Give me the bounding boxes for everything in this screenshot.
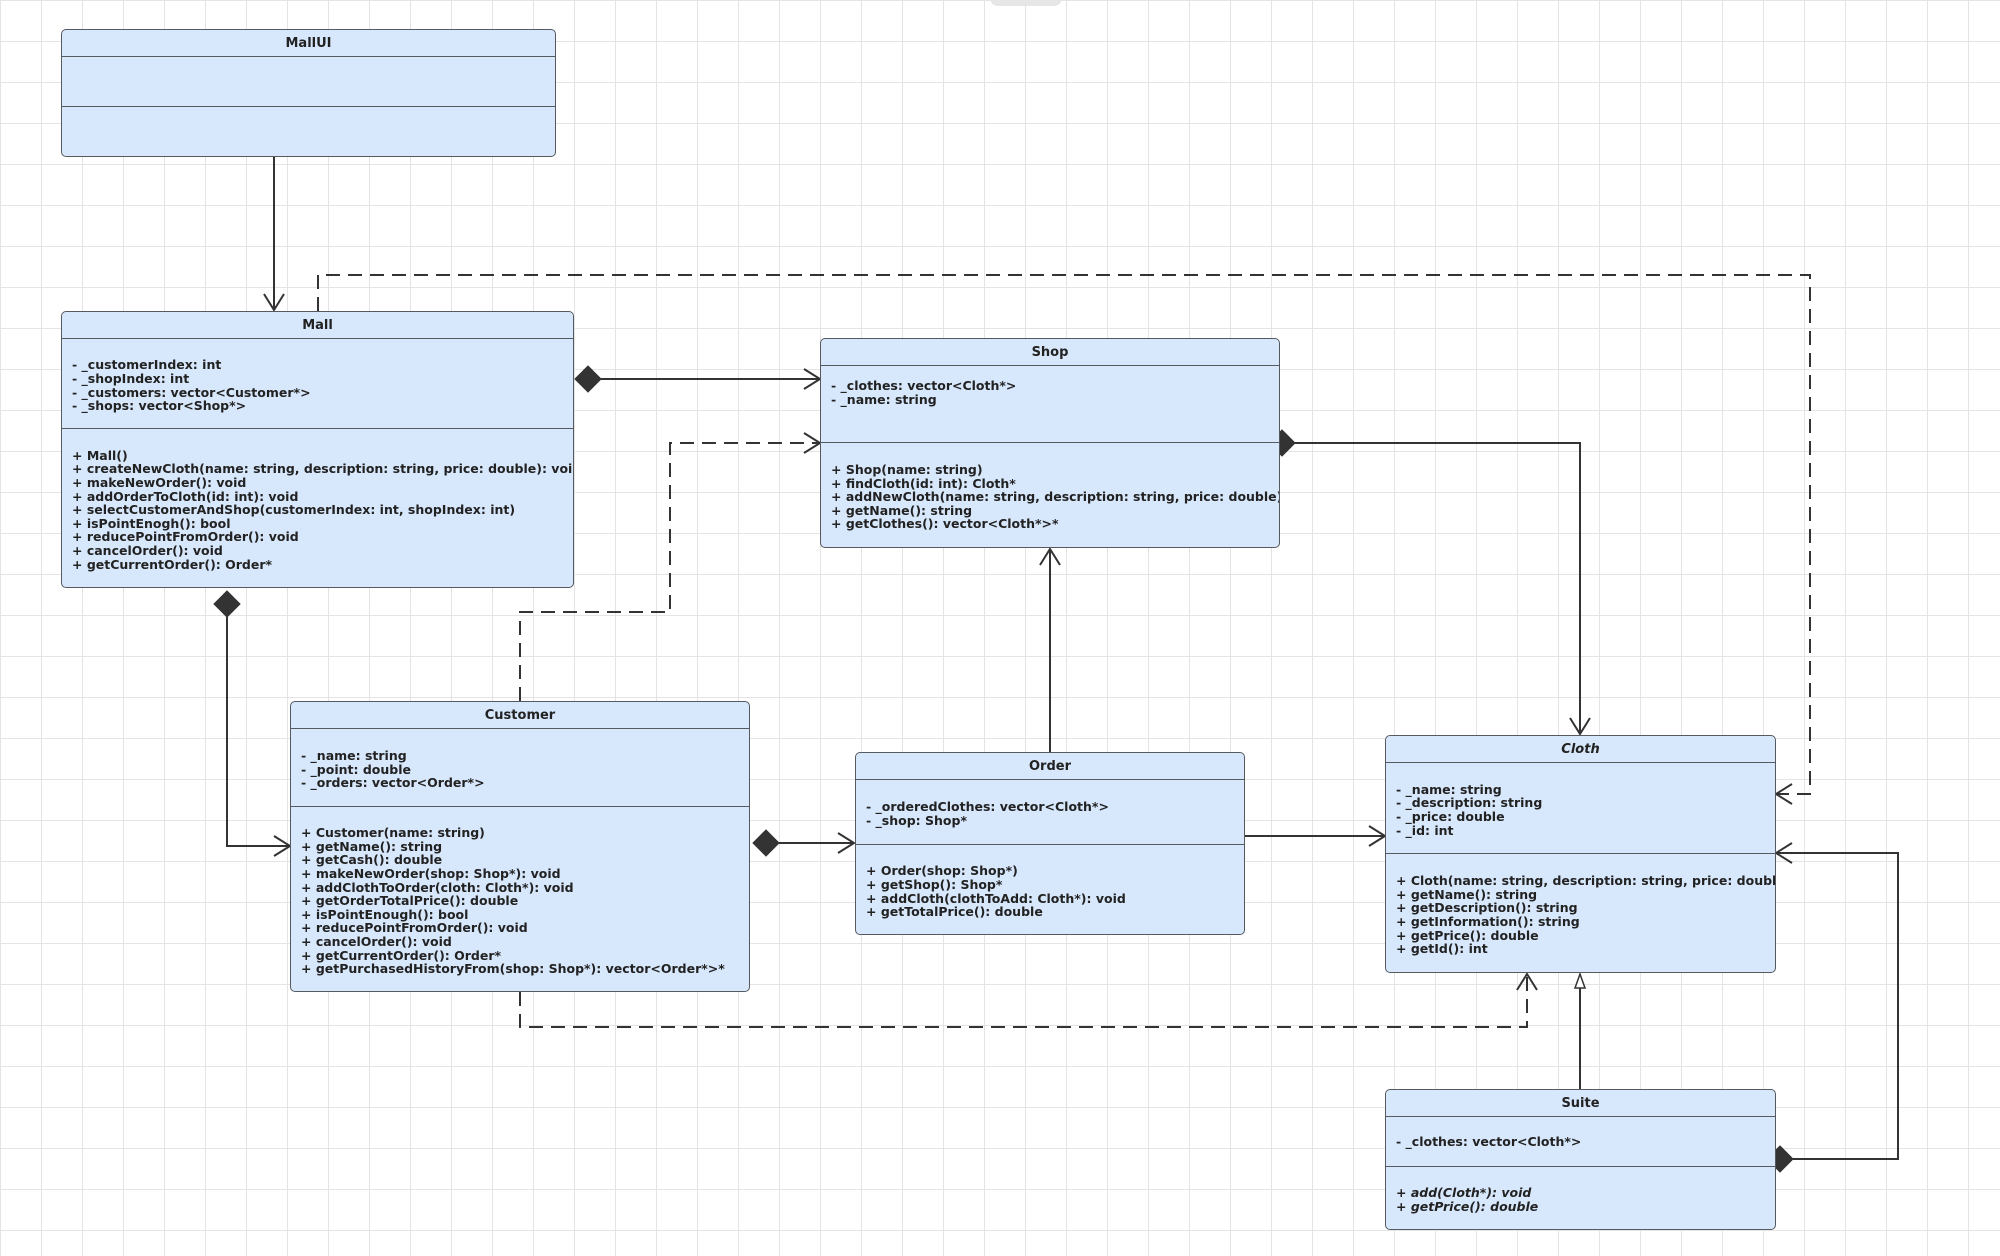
operation: + getInformation(): string — [1396, 914, 1580, 929]
attribute: - _shop: Shop* — [866, 813, 967, 828]
class-name: Shop — [821, 339, 1279, 366]
attribute: - _clothes: vector<Cloth*> — [831, 378, 1017, 393]
operation: + addClothToOrder(cloth: Cloth*): void — [301, 879, 574, 895]
operation: + getName(): string — [301, 838, 443, 854]
operation: + addCloth(clothToAdd: Cloth*): void — [866, 890, 1126, 906]
arrowhead-open — [1774, 842, 1793, 864]
relation-suite-cloth-composition — [1776, 852, 1899, 1160]
class-name: Order — [856, 753, 1244, 780]
class-name: Suite — [1386, 1090, 1775, 1117]
arrowhead-open — [1516, 972, 1538, 991]
attributes-section: - _name: string - _point: double - _orde… — [291, 729, 749, 807]
attribute: - _name: string — [301, 748, 407, 764]
operation: + getName(): string — [1396, 886, 1538, 902]
relation-customer-cloth — [519, 974, 1528, 1028]
attribute: - _name: string — [831, 391, 937, 407]
operation: + Order(shop: Shop*) — [866, 863, 1018, 879]
class-name: Customer — [291, 702, 749, 729]
operation: + getPurchasedHistoryFrom(shop: Shop*): … — [301, 961, 725, 977]
attribute: - _orderedClothes: vector<Cloth*> — [866, 799, 1109, 815]
attribute: - _orders: vector<Order*> — [301, 775, 485, 791]
operations-section: + Customer(name: string) + getName(): st… — [291, 807, 749, 991]
operation: + getPrice(): double — [1396, 927, 1539, 943]
arrowhead-open — [1569, 717, 1591, 736]
class-name: Cloth — [1386, 736, 1775, 763]
relation-shop-cloth — [1295, 442, 1581, 734]
operations-section: + Shop(name: string) + findCloth(id: int… — [821, 443, 1279, 547]
composition-diamond — [213, 590, 241, 618]
operation: + getCash(): double — [301, 852, 443, 868]
operation: + isPointEnogh(): bool — [72, 515, 231, 531]
operation: + Customer(name: string) — [301, 825, 485, 841]
operation: + selectCustomerAndShop(customerIndex: i… — [72, 502, 516, 518]
operation: + getClothes(): vector<Cloth*>* — [831, 516, 1059, 532]
operation: + Cloth(name: string, description: strin… — [1396, 873, 1776, 889]
operation: + add(Cloth*): void — [1396, 1185, 1532, 1201]
operation: + cancelOrder(): void — [301, 933, 452, 949]
attributes-section: - _name: string - _description: string -… — [1386, 763, 1775, 854]
arrowhead-open — [1039, 547, 1061, 566]
attribute: - _price: double — [1396, 809, 1505, 824]
attribute: - _customerIndex: int — [72, 357, 222, 373]
operation: + getId(): int — [1396, 941, 1488, 957]
operation: + makeNewOrder(shop: Shop*): void — [301, 866, 561, 882]
operation: + Shop(name: string) — [831, 462, 983, 478]
operation: + findCloth(id: int): Cloth* — [831, 475, 1016, 491]
arrowhead-open — [263, 293, 285, 312]
operation: + getTotalPrice(): double — [866, 904, 1043, 920]
attributes-section — [62, 57, 555, 107]
attributes-section: - _orderedClothes: vector<Cloth*> - _sho… — [856, 780, 1244, 845]
operation: + getCurrentOrder(): Order* — [301, 947, 502, 963]
operation: + makeNewOrder(): void — [72, 475, 247, 491]
attribute: - _clothes: vector<Cloth*> — [1396, 1133, 1582, 1149]
class-mall[interactable]: Mall - _customerIndex: int - _shopIndex:… — [61, 311, 574, 588]
class-order[interactable]: Order - _orderedClothes: vector<Cloth*> … — [855, 752, 1245, 935]
attribute: - _shopIndex: int — [72, 370, 190, 386]
arrowhead-open — [1774, 783, 1793, 805]
class-customer[interactable]: Customer - _name: string - _point: doubl… — [290, 701, 750, 992]
operations-section: + Cloth(name: string, description: strin… — [1386, 854, 1775, 972]
composition-diamond — [752, 829, 780, 857]
attributes-section: - _customerIndex: int - _shopIndex: int … — [62, 339, 573, 429]
arrowhead-open — [837, 832, 856, 854]
attribute: - _customers: vector<Customer*> — [72, 384, 311, 400]
operation: + isPointEnough(): bool — [301, 906, 469, 922]
generalization-triangle — [1573, 971, 1587, 989]
composition-diamond — [574, 365, 602, 393]
operation: + getOrderTotalPrice(): double — [301, 893, 519, 909]
operations-section: + Mall() + createNewCloth(name: string, … — [62, 429, 573, 587]
operation: + getPrice(): double — [1396, 1199, 1539, 1214]
operation: + reducePointFromOrder(): void — [301, 920, 528, 936]
class-cloth[interactable]: Cloth - _name: string - _description: st… — [1385, 735, 1776, 973]
attributes-section: - _clothes: vector<Cloth*> - _name: stri… — [821, 366, 1279, 443]
top-handle — [990, 0, 1062, 6]
operation: + cancelOrder(): void — [72, 542, 223, 558]
attribute: - _description: string — [1396, 795, 1543, 811]
operation: + getCurrentOrder(): Order* — [72, 556, 273, 572]
operations-section: + add(Cloth*): void + getPrice(): double — [1386, 1167, 1775, 1229]
operations-section: + Order(shop: Shop*) + getShop(): Shop* … — [856, 845, 1244, 934]
operation: + getName(): string — [831, 502, 973, 518]
relation-mall-customer — [226, 617, 290, 847]
operation: + Mall() — [72, 447, 128, 463]
class-suite[interactable]: Suite - _clothes: vector<Cloth*> + add(C… — [1385, 1089, 1776, 1230]
attribute: - _id: int — [1396, 822, 1454, 838]
operation: + getDescription(): string — [1396, 900, 1578, 916]
attribute: - _shops: vector<Shop*> — [72, 398, 247, 414]
class-shop[interactable]: Shop - _clothes: vector<Cloth*> - _name:… — [820, 338, 1280, 548]
class-name: MallUI — [62, 30, 555, 57]
operation: + getShop(): Shop* — [866, 876, 1003, 892]
attribute: - _point: double — [301, 761, 411, 777]
operation: + addNewCloth(name: string, description:… — [831, 489, 1280, 505]
relation-mall-cloth — [317, 274, 1811, 795]
class-mallui[interactable]: MallUI — [61, 29, 556, 157]
operations-section — [62, 107, 555, 156]
attributes-section: - _clothes: vector<Cloth*> — [1386, 1117, 1775, 1167]
attribute: - _name: string — [1396, 781, 1502, 797]
operation: + reducePointFromOrder(): void — [72, 529, 299, 545]
class-name: Mall — [62, 312, 573, 339]
operation: + addOrderToCloth(id: int): void — [72, 488, 299, 504]
operation: + createNewCloth(name: string, descripti… — [72, 461, 574, 477]
